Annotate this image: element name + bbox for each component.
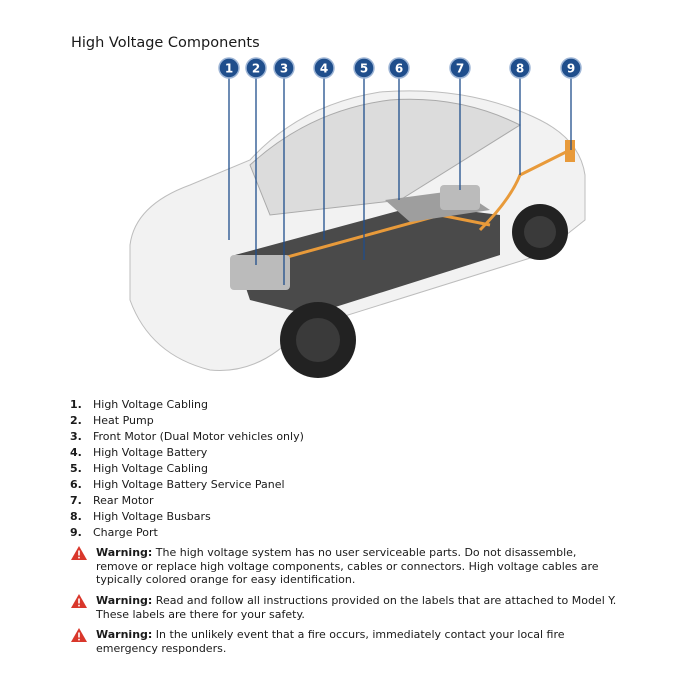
callout-circle xyxy=(273,57,295,79)
list-item: 3. Front Motor (Dual Motor vehicles only) xyxy=(70,429,304,445)
callout-5: 5 xyxy=(353,57,375,260)
item-label: High Voltage Cabling xyxy=(93,462,209,475)
callout-number: 8 xyxy=(516,62,524,76)
item-number: 4. xyxy=(70,446,82,459)
callout-circle xyxy=(560,57,582,79)
list-item: 6. High Voltage Battery Service Panel xyxy=(70,477,304,493)
warning-text: Read and follow all instructions provide… xyxy=(96,594,617,621)
callout-number: 9 xyxy=(567,62,575,76)
list-item: 1. High Voltage Cabling xyxy=(70,397,304,413)
warning-3: Warning: In the unlikely event that a fi… xyxy=(70,628,620,655)
callout-number: 3 xyxy=(280,62,288,76)
item-number: 9. xyxy=(70,526,82,539)
item-number: 3. xyxy=(70,430,82,443)
callout-9: 9 xyxy=(560,57,582,150)
item-label: Charge Port xyxy=(93,526,158,539)
callout-circle xyxy=(353,57,375,79)
callout-8: 8 xyxy=(509,57,531,175)
callout-2: 2 xyxy=(245,57,267,265)
callouts: 1 2 3 4 5 6 7 8 9 xyxy=(218,57,582,285)
callout-4: 4 xyxy=(313,57,335,240)
callout-number: 7 xyxy=(456,62,464,76)
callout-circle xyxy=(388,57,410,79)
warning-label: Warning: xyxy=(96,546,153,559)
warning-icon xyxy=(71,628,87,642)
callout-circle xyxy=(245,57,267,79)
callout-3: 3 xyxy=(273,57,295,285)
item-label: High Voltage Battery xyxy=(93,446,208,459)
callout-circle xyxy=(313,57,335,79)
warning-label: Warning: xyxy=(96,628,153,641)
warning-icon xyxy=(71,594,87,608)
list-item: 9. Charge Port xyxy=(70,525,304,541)
callout-number: 6 xyxy=(395,62,403,76)
item-number: 7. xyxy=(70,494,82,507)
callout-circle xyxy=(218,57,240,79)
component-list: 1. High Voltage Cabling 2. Heat Pump 3. Front… xyxy=(70,397,304,541)
item-number: 5. xyxy=(70,462,82,475)
callout-7: 7 xyxy=(449,57,471,190)
list-item: 4. High Voltage Battery xyxy=(70,445,304,461)
item-label: Heat Pump xyxy=(93,414,154,427)
item-number: 6. xyxy=(70,478,82,491)
warning-text: The high voltage system has no user serv… xyxy=(96,546,599,586)
callout-circle xyxy=(509,57,531,79)
warning-1: Warning: The high voltage system has no … xyxy=(70,546,620,587)
item-number: 2. xyxy=(70,414,82,427)
callout-number: 5 xyxy=(360,62,368,76)
callout-circle xyxy=(449,57,471,79)
callout-number: 2 xyxy=(252,62,260,76)
car-illustration xyxy=(129,90,586,378)
callout-6: 6 xyxy=(388,57,410,200)
vehicle-diagram: 1 2 3 4 5 6 7 8 9 xyxy=(129,57,586,378)
warning-label: Warning: xyxy=(96,594,153,607)
page-title: High Voltage Components xyxy=(71,35,260,51)
item-label: High Voltage Cabling xyxy=(93,398,209,411)
list-item: 2. Heat Pump xyxy=(70,413,304,429)
warning-text: In the unlikely event that a fire occurs… xyxy=(96,628,565,655)
warning-2: Warning: Read and follow all instruction… xyxy=(70,594,620,621)
list-item: 5. High Voltage Cabling xyxy=(70,461,304,477)
item-label: Rear Motor xyxy=(93,494,154,507)
list-item: 7. Rear Motor xyxy=(70,493,304,509)
item-label: High Voltage Battery Service Panel xyxy=(93,478,285,491)
warning-icon xyxy=(71,546,87,560)
item-label: Front Motor (Dual Motor vehicles only) xyxy=(93,430,304,443)
item-label: High Voltage Busbars xyxy=(93,510,211,523)
list-item: 8. High Voltage Busbars xyxy=(70,509,304,525)
callout-1: 1 xyxy=(218,57,240,240)
item-number: 8. xyxy=(70,510,82,523)
callout-number: 1 xyxy=(225,62,233,76)
callout-number: 4 xyxy=(320,62,328,76)
item-number: 1. xyxy=(70,398,82,411)
